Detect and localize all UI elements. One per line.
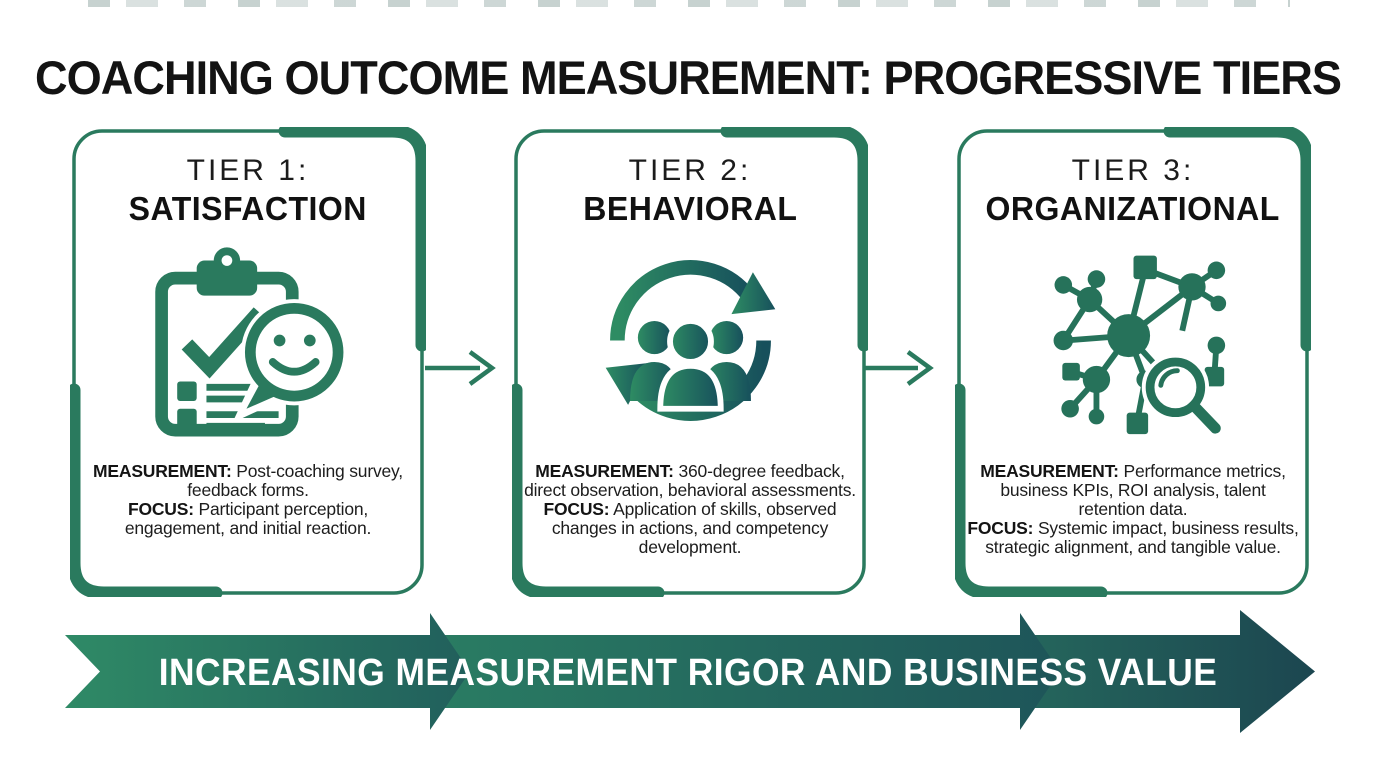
- people-cycle-arrows-icon: [605, 260, 775, 421]
- measurement-label: MEASUREMENT:: [535, 461, 674, 481]
- measurement-label: MEASUREMENT:: [93, 461, 232, 481]
- focus-label: FOCUS:: [967, 518, 1034, 538]
- top-edge-artifact: [88, 0, 1290, 7]
- tier1-description: MEASUREMENT: Post-coaching survey, feedb…: [80, 462, 416, 538]
- tier3-description: MEASUREMENT: Performance metrics, busine…: [965, 462, 1301, 557]
- thin-right-arrow-icon: [425, 350, 496, 386]
- tier3-card-border: [955, 127, 1311, 597]
- clipboard-feedback-smiley-icon: [154, 247, 347, 437]
- tier3-label: TIER 3:: [1071, 154, 1195, 187]
- page-title: COACHING OUTCOME MEASUREMENT: PROGRESSIV…: [34, 51, 1342, 104]
- tier1-label: TIER 1:: [186, 154, 310, 187]
- tier1-card-border: [70, 127, 426, 597]
- focus-text: Systemic impact, business results, strat…: [985, 518, 1299, 557]
- tier2-name: BEHAVIORAL: [582, 190, 798, 227]
- focus-label: FOCUS:: [543, 499, 610, 519]
- tier2-card-border: [512, 127, 868, 597]
- focus-text: Participant perception, engagement, and …: [124, 499, 372, 538]
- banner-label: INCREASING MEASUREMENT RIGOR AND BUSINES…: [158, 652, 1218, 694]
- focus-label: FOCUS:: [127, 499, 194, 519]
- tier2-label: TIER 2:: [628, 154, 752, 187]
- measurement-label: MEASUREMENT:: [980, 461, 1119, 481]
- thin-right-arrow-icon: [863, 350, 934, 386]
- measurement-text: 360-degree feedback, direct observation,…: [524, 461, 856, 500]
- tier3-card: TIER 3: ORGANIZATIONAL: [955, 127, 1311, 597]
- tier2-description: MEASUREMENT: 360-degree feedback, direct…: [522, 462, 858, 557]
- bottom-arrow-banner: INCREASING MEASUREMENT RIGOR AND BUSINES…: [40, 600, 1336, 745]
- tier2-card: TIER 2: BEHAVIORAL: [512, 127, 868, 597]
- progress-arrow-shape: [65, 610, 1315, 733]
- measurement-text: Performance metrics, business KPIs, ROI …: [1000, 461, 1286, 519]
- network-analysis-magnifier-icon: [1053, 255, 1226, 438]
- measurement-text: Post-coaching survey, feedback forms.: [187, 461, 403, 500]
- tier1-card: TIER 1: SATISFACTION: [70, 127, 426, 597]
- focus-text: Application of skills, observed changes …: [551, 499, 837, 557]
- tier3-name: ORGANIZATIONAL: [985, 190, 1281, 227]
- tier1-name: SATISFACTION: [128, 190, 368, 227]
